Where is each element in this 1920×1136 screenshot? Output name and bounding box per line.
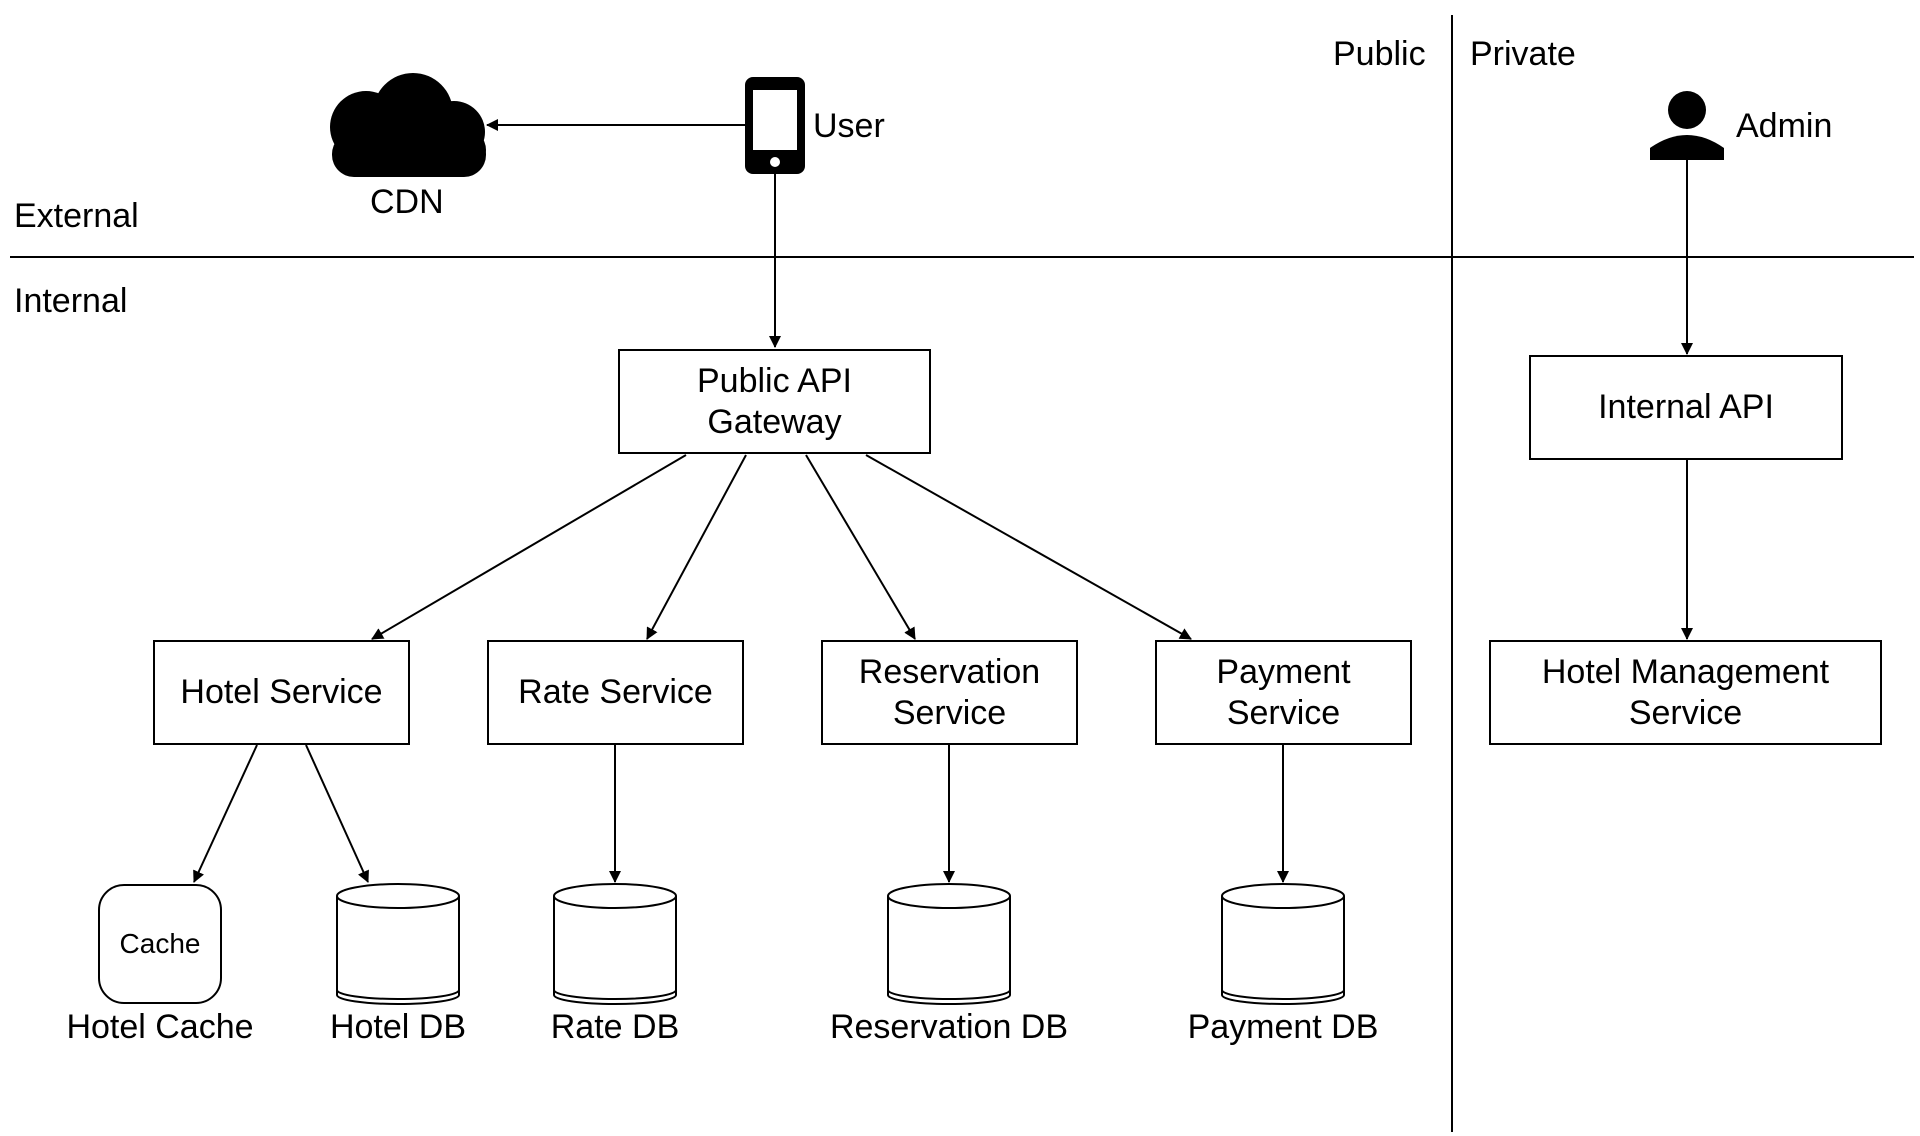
payment-service-box[interactable]: Payment Service — [1155, 640, 1412, 745]
hotel-db-label: Hotel DB — [329, 1008, 467, 1046]
reservation-db-label: Reservation DB — [829, 1008, 1069, 1046]
zone-label-internal: Internal — [14, 282, 128, 320]
payment-service-line-1: Payment — [1216, 652, 1351, 691]
payment-db-label: Payment DB — [1187, 1008, 1379, 1046]
edge-hotel-service-to-hotel-db — [305, 744, 369, 883]
zone-label-public: Public — [1333, 35, 1426, 73]
cdn-label: CDN — [370, 183, 444, 221]
hotel-service-box[interactable]: Hotel Service — [153, 640, 410, 745]
zone-label-private: Private — [1470, 35, 1576, 73]
public-api-gateway-line-1: Public API — [697, 361, 852, 400]
hotel-db-icon — [336, 883, 460, 1005]
payment-db-icon — [1221, 883, 1345, 1005]
hotel-management-service-line-2: Service — [1628, 693, 1743, 732]
rate-db-label: Rate DB — [550, 1008, 680, 1046]
user-label: User — [813, 107, 885, 145]
reservation-service-line-2: Service — [892, 693, 1007, 732]
person-icon — [1650, 91, 1724, 160]
smartphone-icon — [745, 77, 805, 174]
hotel-management-service-box[interactable]: Hotel Management Service — [1489, 640, 1882, 745]
edge-hotel-service-to-cache — [193, 744, 258, 883]
edge-gateway-to-payment-service — [865, 454, 1192, 640]
rate-service-line-1: Rate Service — [518, 673, 713, 711]
internal-api-box[interactable]: Internal API — [1529, 355, 1843, 460]
hotel-cache-label: Hotel Cache — [66, 1008, 254, 1046]
zone-label-external: External — [14, 197, 139, 235]
payment-service-line-2: Service — [1226, 693, 1341, 732]
edge-gateway-to-reservation-service — [805, 454, 916, 640]
rate-db-icon — [553, 883, 677, 1005]
reservation-db-icon — [887, 883, 1011, 1005]
admin-label: Admin — [1736, 107, 1833, 145]
internal-api-line-1: Internal API — [1598, 388, 1774, 426]
reservation-service-box[interactable]: Reservation Service — [821, 640, 1078, 745]
cloud-icon — [330, 73, 486, 177]
cache-inner-label: Cache — [119, 928, 201, 959]
public-api-gateway-line-2: Gateway — [707, 402, 842, 441]
hotel-service-line-1: Hotel Service — [180, 673, 383, 711]
public-api-gateway-box[interactable]: Public API Gateway — [618, 349, 931, 454]
reservation-service-line-1: Reservation — [858, 652, 1041, 691]
hotel-management-service-line-1: Hotel Management — [1541, 652, 1830, 691]
rate-service-box[interactable]: Rate Service — [487, 640, 744, 745]
edge-gateway-to-rate-service — [646, 454, 747, 640]
edge-gateway-to-hotel-service — [371, 454, 687, 640]
cache-box[interactable]: Cache — [98, 884, 222, 1004]
